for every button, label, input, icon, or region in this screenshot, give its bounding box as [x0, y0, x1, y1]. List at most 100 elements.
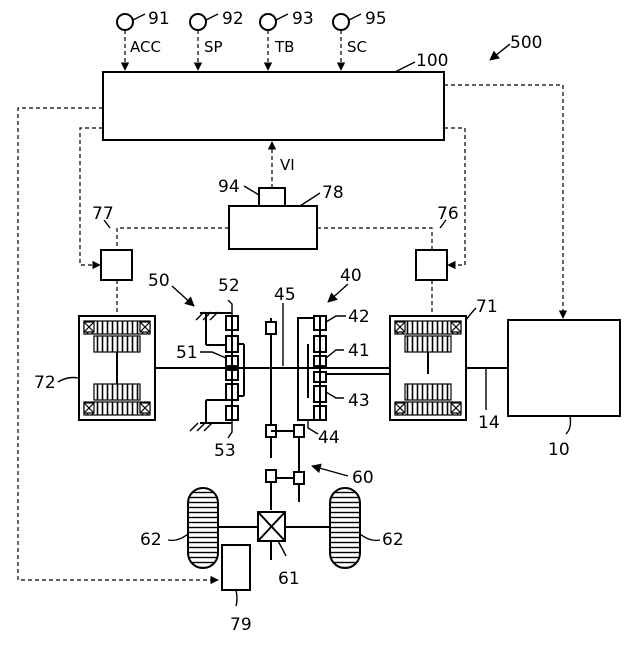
ring-gear-42-leader — [326, 316, 346, 322]
sun-gear-51-ref: 51 — [176, 343, 198, 363]
carrier-53-ref: 53 — [214, 441, 236, 461]
mg71-coil-mark — [395, 403, 405, 413]
mg71-leader — [466, 308, 476, 320]
sensor-92-ref: 92 — [222, 9, 244, 29]
sensor-91: 91 ACC — [117, 9, 170, 70]
mg72-ref: 72 — [34, 373, 56, 393]
rotation-sensor-leader — [244, 186, 259, 195]
wheel-left-leader — [168, 534, 188, 540]
inverter-77-ref: 77 — [92, 204, 114, 224]
sensor-95-signal: SC — [347, 38, 367, 56]
output-gear-44-ref: 44 — [318, 428, 340, 448]
pcu-to-inverter-76 — [317, 228, 432, 250]
engine-ref: 10 — [548, 440, 570, 460]
engine-control-line — [444, 85, 563, 318]
sensor-95-leader — [349, 14, 361, 20]
output-gear-44-leader — [308, 420, 318, 434]
engine-shaft-ref: 14 — [478, 413, 500, 433]
sun-gear-41-ref: 41 — [348, 341, 370, 361]
sensor-93-icon — [260, 14, 276, 30]
planetary-gear-40: 40 42 41 43 44 — [298, 266, 370, 448]
battery-ref: 79 — [230, 615, 252, 635]
sensor-95: 95 SC — [333, 9, 387, 70]
wheel-right — [330, 488, 360, 568]
differential-leader — [278, 541, 286, 556]
inverter-77: 77 — [92, 204, 132, 280]
planetary-50-arrow — [172, 286, 194, 306]
motor-generator-71: 71 — [390, 297, 498, 420]
rotation-sensor-ref: 94 — [218, 177, 240, 197]
sensor-93-ref: 93 — [292, 9, 314, 29]
sensor-93: 93 TB — [260, 9, 314, 70]
mg72-rotor-top — [94, 336, 140, 352]
mg71-rotor-bottom — [405, 384, 451, 400]
counter-gear-top — [266, 322, 276, 334]
reduction-gear-60-ref: 60 — [352, 468, 374, 488]
inverter-77-box — [101, 250, 132, 280]
motor-generator-72: 72 — [34, 316, 155, 420]
inverter-76: 76 — [416, 204, 459, 280]
mg72-coil-mark — [140, 322, 150, 332]
carrier-43-ref: 43 — [348, 391, 370, 411]
reduction-gear-60-arrow — [312, 466, 348, 476]
engine: 10 — [508, 320, 620, 460]
wheel-left-ref: 62 — [140, 530, 162, 550]
sensor-95-icon — [333, 14, 349, 30]
inverter-77-control-line — [80, 128, 103, 265]
sensor-91-signal: ACC — [130, 38, 161, 56]
engine-leader — [566, 416, 571, 434]
battery-box — [222, 545, 250, 590]
planetary-gear-50: 50 52 51 53 — [148, 271, 244, 461]
controller-ref: 100 — [416, 51, 448, 71]
inverter-76-ref: 76 — [437, 204, 459, 224]
figure-reference: 500 — [490, 33, 542, 60]
mg71-coil-mark — [395, 322, 405, 332]
mg71-coil-mark — [451, 322, 461, 332]
inverter-76-control-line — [444, 128, 465, 265]
sensor-92: 92 SP — [190, 9, 244, 70]
mg72-coil-mark — [84, 322, 94, 332]
pcu-ref: 78 — [322, 183, 344, 203]
counter-driven-gear — [294, 425, 304, 437]
sensor-92-icon — [190, 14, 206, 30]
output-shaft-45: 45 — [266, 285, 296, 458]
controller: 100 — [103, 51, 448, 140]
drive-pinion-gear — [266, 470, 276, 482]
sensor-91-ref: 91 — [148, 9, 170, 29]
figure-ref-arrow — [490, 44, 510, 60]
sun-gear-51-leader — [200, 352, 226, 358]
power-control-unit: 94 78 — [218, 177, 344, 249]
figure-ref-label: 500 — [510, 33, 542, 53]
planetary-40-arrow — [328, 284, 348, 302]
carrier-43-leader — [326, 392, 344, 398]
battery: 79 — [222, 545, 252, 635]
pcu-to-inverter-77 — [117, 228, 229, 250]
mg72-leader — [58, 378, 78, 383]
mg72-coil-mark — [140, 403, 150, 413]
mg71-ref: 71 — [476, 297, 498, 317]
mg71-coil-mark — [451, 403, 461, 413]
mg72-coil-mark — [84, 403, 94, 413]
ring-gear-42-ref: 42 — [348, 307, 370, 327]
mg71-rotor-top — [405, 336, 451, 352]
mg72-rotor-bottom — [94, 384, 140, 400]
wheel-left — [188, 488, 218, 568]
output-shaft-45-ref: 45 — [274, 285, 296, 305]
planetary-50-ref: 50 — [148, 271, 170, 291]
reduction-gear-60-gear — [294, 472, 304, 484]
battery-leader — [236, 590, 237, 606]
sensor-95-ref: 95 — [365, 9, 387, 29]
rotation-sensor-box — [259, 188, 285, 206]
wheel-right-leader — [360, 534, 380, 540]
sensor-91-icon — [117, 14, 133, 30]
ring-gear-52-ref: 52 — [218, 276, 240, 296]
sensor-92-leader — [206, 14, 218, 20]
sensor-93-signal: TB — [274, 38, 294, 56]
planetary-40-ref: 40 — [340, 266, 362, 286]
controller-box — [103, 72, 444, 140]
pcu-leader — [300, 193, 320, 206]
engine-box — [508, 320, 620, 416]
differential-ref: 61 — [278, 569, 300, 589]
sun-gear-41-leader — [326, 350, 344, 358]
